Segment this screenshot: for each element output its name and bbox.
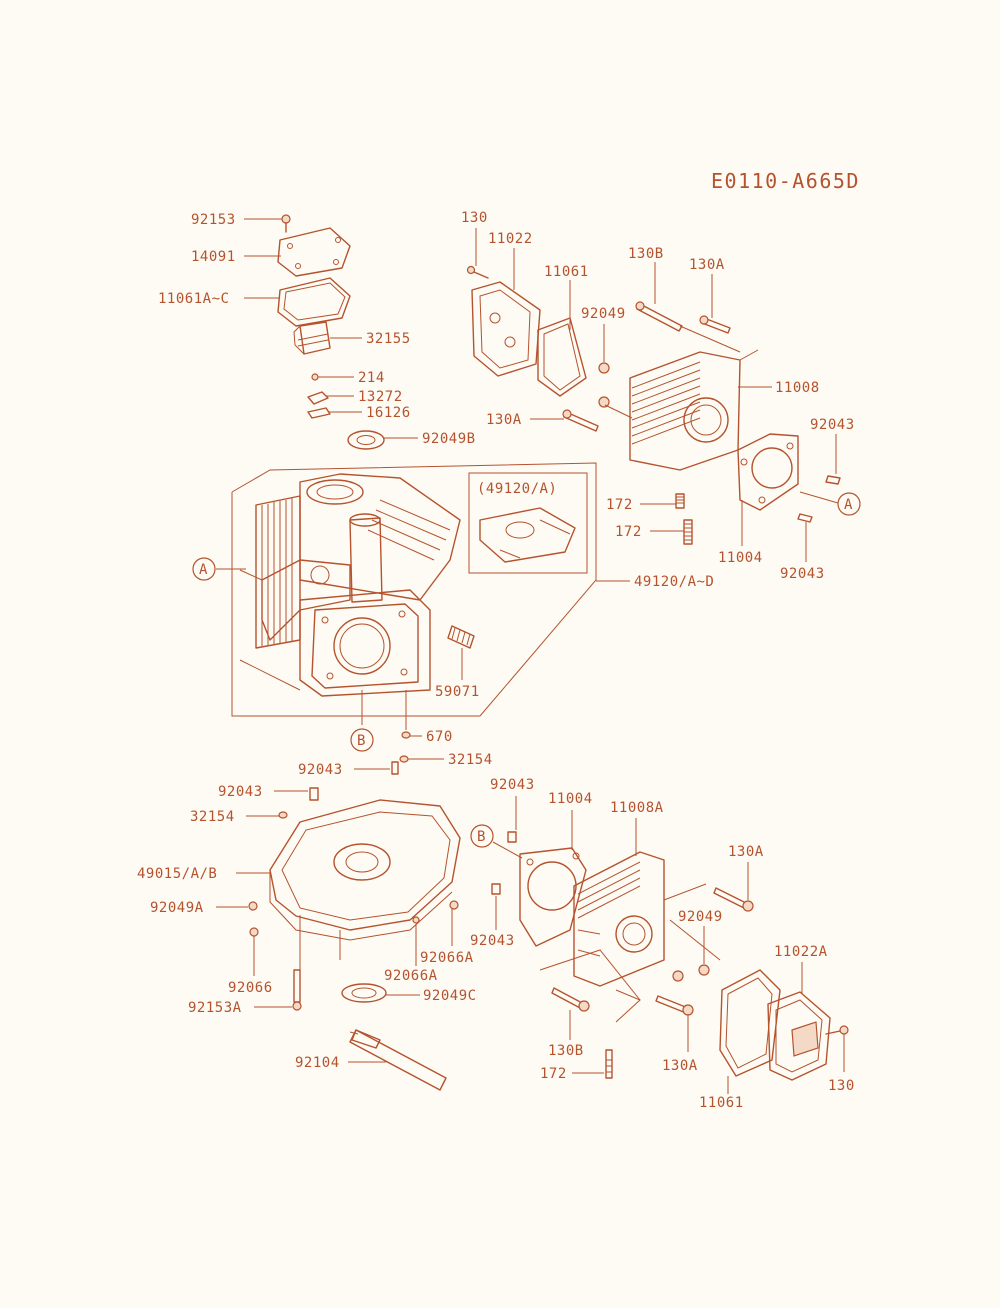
part-label-92066A: 92066A [420,950,474,966]
part-label-11061: 11061 [544,264,589,280]
part-label-11061A-C: 11061A~C [158,291,229,307]
part-label-11004: 11004 [548,791,593,807]
leader-lines [216,218,845,1094]
svg-text:B: B [477,829,486,845]
part-label-92153A: 92153A [188,1000,242,1016]
part-label-172: 172 [606,497,633,513]
part-label-92043: 92043 [470,933,515,949]
part-label-92049: 92049 [581,306,626,322]
part-label-92104: 92104 [295,1055,340,1071]
part-label-92043: 92043 [780,566,825,582]
ref-marker-a-left: A [192,557,246,581]
diagram-code: E0110-A665D [711,169,860,193]
part-label-11008: 11008 [775,380,820,396]
inset-box: (49120/A) [468,472,588,574]
part-label-92066A: 92066A [384,968,438,984]
svg-text:A: A [844,497,853,513]
part-label-92049: 92049 [678,909,723,925]
part-label-32154: 32154 [448,752,493,768]
part-label-16126: 16126 [366,405,411,421]
part-label-92049B: 92049B [422,431,476,447]
crankcase-group [248,755,461,1091]
part-labels: 92153 14091 11061A~C 32155 214 13272 161… [137,210,855,1111]
head-group-upper [466,265,841,545]
ref-marker-a-right: A [799,491,861,516]
cylinder-block [231,462,597,739]
part-label-13272: 13272 [358,389,403,405]
part-label-92043: 92043 [218,784,263,800]
part-label-92066: 92066 [228,980,273,996]
part-label-130: 130 [828,1078,855,1094]
part-label-92043: 92043 [490,777,535,793]
part-label-92153: 92153 [191,212,236,228]
part-label-11008A: 11008A [610,800,664,816]
part-label-130A: 130A [689,257,725,273]
part-label-49015-A-B: 49015/A/B [137,866,217,882]
part-label-670: 670 [426,729,453,745]
part-label-92049A: 92049A [150,900,204,916]
part-label-11004: 11004 [718,550,763,566]
part-label-214: 214 [358,370,385,386]
cover-plate-stack [277,214,385,450]
part-label-11022: 11022 [488,231,533,247]
part-label-172: 172 [615,524,642,540]
ref-marker-b-lower: B [470,824,523,859]
part-label-92043: 92043 [810,417,855,433]
part-label-130B: 130B [628,246,664,262]
part-label-172: 172 [540,1066,567,1082]
part-label-92043: 92043 [298,762,343,778]
part-label-130B: 130B [548,1043,584,1059]
svg-text:B: B [357,733,366,749]
part-label-130A-mid: 130A [486,412,522,428]
part-label-11061: 11061 [699,1095,744,1111]
part-label-130A: 130A [662,1058,698,1074]
part-label-49120-A-D: 49120/A~D [634,574,714,590]
ref-marker-b-upper: B [350,728,374,752]
part-label-130A: 130A [728,844,764,860]
part-label-32154: 32154 [190,809,235,825]
part-label-130: 130 [461,210,488,226]
inset-label: (49120/A) [477,481,557,497]
part-label-92049C: 92049C [423,988,477,1004]
head-group-lower [491,831,849,1081]
part-label-32155: 32155 [366,331,411,347]
part-label-11022A: 11022A [774,944,828,960]
svg-text:A: A [199,562,208,578]
part-label-59071: 59071 [435,684,480,700]
part-label-14091: 14091 [191,249,236,265]
